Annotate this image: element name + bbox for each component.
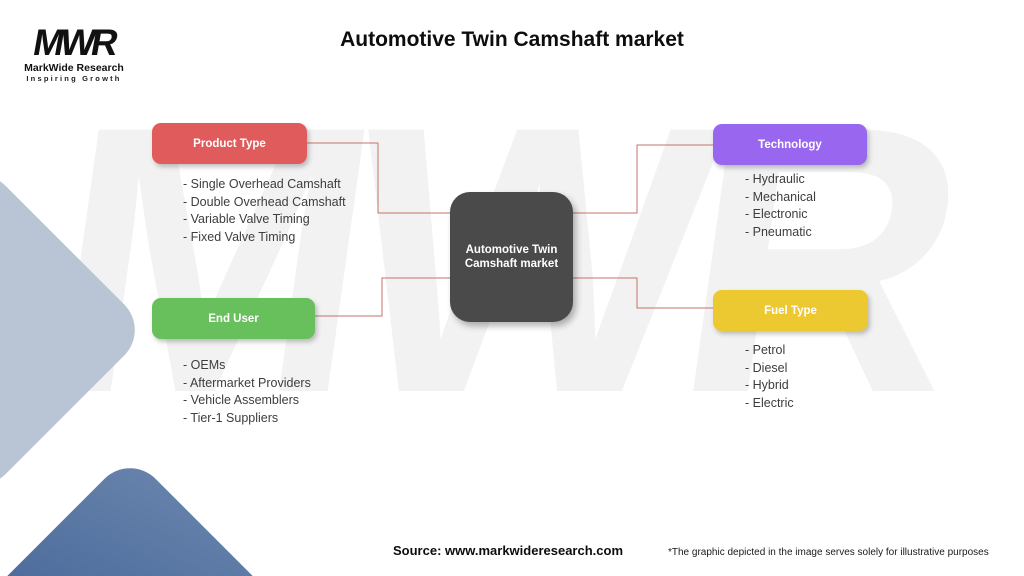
section-box-end-user: End User	[152, 298, 315, 339]
section-box-fuel-type: Fuel Type	[713, 290, 868, 331]
connector-fuel-type	[573, 277, 713, 309]
section-list-product-type: - Single Overhead Camshaft - Double Over…	[183, 176, 346, 246]
list-item: - Diesel	[745, 360, 788, 375]
section-label-product-type: Product Type	[193, 137, 266, 150]
section-list-end-user: - OEMs - Aftermarket Providers - Vehicle…	[183, 357, 311, 427]
section-label-end-user: End User	[208, 312, 259, 325]
list-item: - Single Overhead Camshaft	[183, 177, 341, 191]
list-item: - Hybrid	[745, 378, 789, 392]
list-item: - Tier-1 Suppliers	[183, 410, 279, 425]
list-item: - Double Overhead Camshaft	[183, 194, 346, 209]
list-item: - Pneumatic	[745, 224, 812, 239]
section-label-technology: Technology	[758, 138, 822, 151]
list-item: - Vehicle Assemblers	[183, 393, 300, 407]
list-item: - Petrol	[745, 343, 786, 357]
list-item: - OEMs	[183, 358, 226, 372]
section-box-product-type: Product Type	[152, 123, 307, 164]
logo-tagline: Inspiring Growth	[26, 74, 122, 83]
page-title: Automotive Twin Camshaft market	[340, 28, 684, 51]
connector-technology	[573, 144, 713, 214]
list-item: - Variable Valve Timing	[183, 212, 310, 226]
logo: MWR MarkWide Research Inspiring Growth	[18, 22, 130, 83]
connector-product-type	[307, 142, 450, 214]
list-item: - Hydraulic	[745, 172, 805, 186]
connector-end-user	[315, 277, 450, 317]
disclaimer-text: *The graphic depicted in the image serve…	[668, 547, 989, 558]
list-item: - Electric	[745, 395, 794, 410]
section-list-fuel-type: - Petrol - Diesel - Hybrid - Electric	[745, 342, 794, 412]
list-item: - Fixed Valve Timing	[183, 229, 296, 244]
section-list-technology: - Hydraulic - Mechanical - Electronic - …	[745, 171, 816, 241]
logo-name: MarkWide Research	[24, 62, 124, 74]
source-text: Source: www.markwideresearch.com	[393, 543, 624, 558]
section-label-fuel-type: Fuel Type	[764, 304, 817, 317]
list-item: - Electronic	[745, 207, 808, 221]
list-item: - Aftermarket Providers	[183, 375, 311, 390]
section-box-technology: Technology	[713, 124, 867, 165]
list-item: - Mechanical	[745, 189, 816, 204]
center-node: Automotive Twin Camshaft market	[450, 192, 573, 322]
